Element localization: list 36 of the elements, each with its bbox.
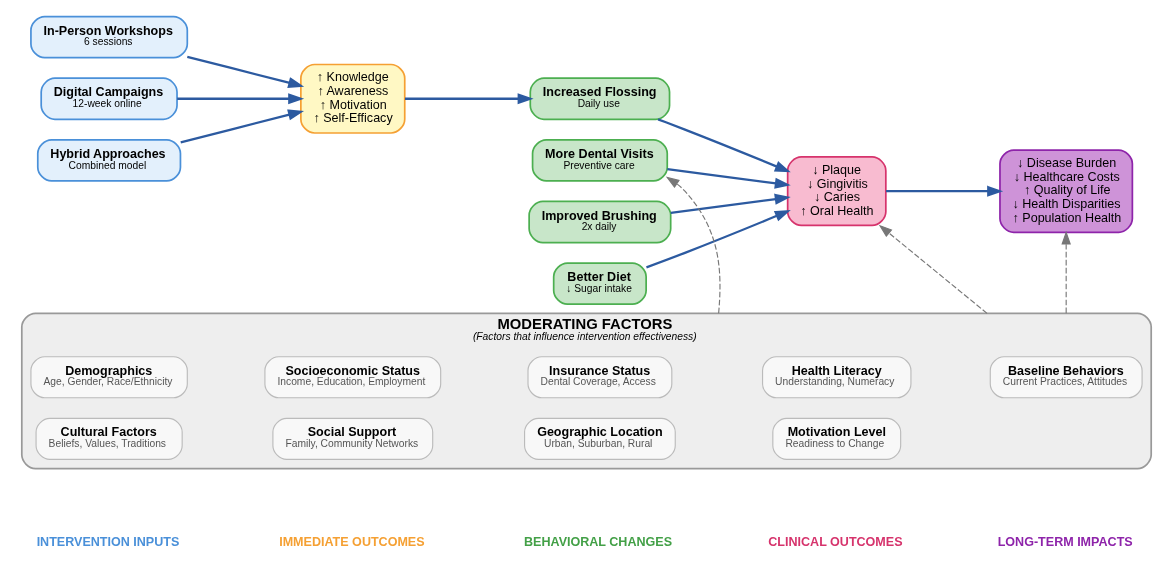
node-box: Social Support Family, Community Networks — [272, 417, 434, 460]
node-box: Better Diet ↓ Sugar intake — [552, 261, 647, 305]
node-box: Insurance Status Dental Coverage, Access — [527, 355, 673, 398]
node-box: ↓ Disease Burden ↓ Healthcare Costs ↑ Quality of Life ↓ Health Disparities ↑ Population Health — [999, 148, 1134, 233]
arrow — [646, 209, 791, 268]
label: CLINICAL OUTCOMES — [768, 534, 903, 549]
arrow — [878, 224, 988, 314]
arrow — [657, 117, 791, 172]
arrow — [180, 108, 304, 143]
node-box: Baseline Behaviors Current Practices, Attitudes — [989, 355, 1143, 398]
node-box: ↓ Plaque ↓ Gingivitis ↓ Caries ↑ Oral Health — [786, 155, 887, 226]
arrow — [665, 176, 721, 314]
node-box: In-Person Workshops 6 sessions — [30, 15, 189, 58]
node-box: Motivation Level Readiness to Change — [772, 417, 902, 460]
node-box: Digital Campaigns 12-week online — [40, 76, 178, 120]
node-box: Demographics Age, Gender, Race/Ethnicity — [30, 355, 188, 398]
arrow — [1061, 230, 1071, 314]
label: LONG-TERM IMPACTS — [997, 534, 1133, 549]
arrow — [670, 193, 791, 214]
arrow — [404, 92, 534, 104]
arrow — [177, 92, 305, 104]
arrow — [187, 55, 305, 88]
node-box: Health Literacy Understanding, Numeracy — [762, 355, 912, 398]
label: BEHAVIORAL CHANGES — [524, 534, 673, 549]
arrow — [886, 185, 1004, 197]
node-box: More Dental Visits Preventive care — [531, 138, 669, 182]
node-box: ↑ Knowledge ↑ Awareness ↑ Motivation ↑ Self-Efficacy — [300, 63, 406, 134]
label: IMMEDIATE OUTCOMES — [279, 534, 425, 549]
node-box: Increased Flossing Daily use — [529, 76, 671, 120]
node-box: Hybrid Approaches Combined model — [36, 138, 182, 182]
node-box: Improved Brushing 2x daily — [528, 200, 672, 243]
arrow — [667, 167, 791, 189]
node-box: Socioeconomic Status Income, Education, Employment — [264, 355, 442, 398]
node-box: Geographic Location Urban, Suburban, Rural — [524, 417, 676, 460]
label: INTERVENTION INPUTS — [36, 534, 180, 549]
node-box: Cultural Factors Beliefs, Values, Traditions — [35, 417, 183, 460]
